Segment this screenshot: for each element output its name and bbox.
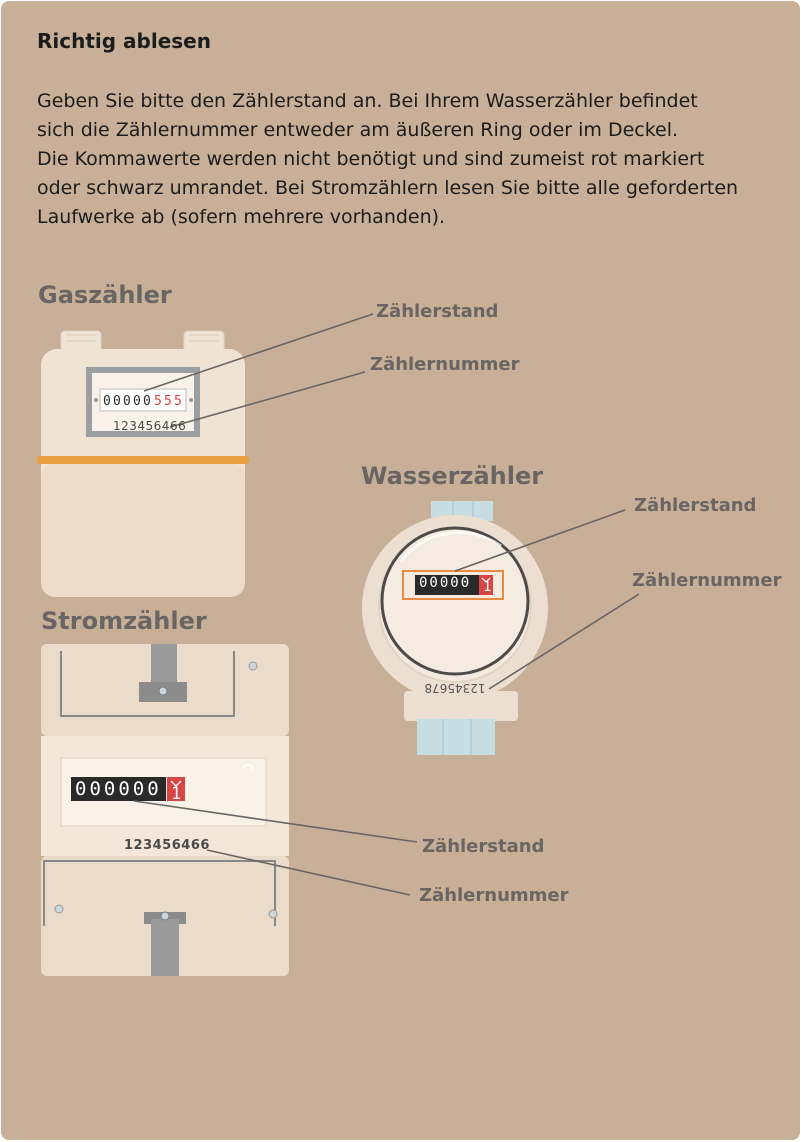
intro-line: Geben Sie bitte den Zählerstand an. Bei …	[37, 90, 698, 112]
electric-counter-digits: 000000	[75, 778, 162, 800]
electric-decimal-digit: 1	[171, 784, 182, 804]
electric-meter-title: Stromzähler	[41, 607, 207, 635]
water-reading-label: Zählerstand	[634, 495, 757, 516]
water-meter-number: 12345678	[424, 681, 485, 695]
intro-line: Die Kommawerte werden nicht benötigt und…	[37, 148, 705, 170]
electric-meter-illustration	[41, 644, 289, 976]
water-meter-illustration	[362, 501, 548, 755]
water-number-label: Zählernummer	[632, 570, 782, 591]
electric-reading-label: Zählerstand	[422, 836, 545, 857]
gas-meter-title: Gaszähler	[38, 281, 172, 309]
leader-lines	[133, 313, 640, 896]
gas-counter-digit: 0	[143, 394, 151, 409]
gas-meter-number: 123456466	[113, 419, 187, 433]
gas-counter-digit: 0	[133, 394, 141, 409]
gas-decimal-digit: 5	[174, 394, 182, 409]
intro-line: sich die Zählernummer entweder am äußere…	[37, 119, 679, 141]
electric-number-label: Zählernummer	[419, 885, 569, 906]
gas-counter-digit: 0	[113, 394, 121, 409]
gas-counter-digit: 0	[123, 394, 131, 409]
gas-reading-label: Zählerstand	[376, 301, 499, 322]
water-decimal-digit: 1	[483, 579, 492, 595]
gas-decimal-digit: 5	[164, 394, 172, 409]
intro-line: oder schwarz umrandet. Bei Stromzählern …	[37, 177, 739, 199]
gas-counter-digit: 0	[103, 394, 111, 409]
page-title: Richtig ablesen	[37, 29, 211, 53]
intro-line: Laufwerke ab (sofern mehrere vorhanden).	[37, 206, 446, 228]
gas-number-label: Zählernummer	[370, 354, 520, 375]
intro-text: Geben Sie bitte den Zählerstand an. Bei …	[37, 87, 738, 232]
water-meter-title: Wasserzähler	[361, 462, 544, 490]
gas-decimal-digit: 5	[154, 394, 162, 409]
gas-meter-illustration	[37, 330, 249, 597]
water-counter-digits: 00000	[419, 575, 472, 591]
electric-meter-number: 123456466	[124, 838, 210, 853]
